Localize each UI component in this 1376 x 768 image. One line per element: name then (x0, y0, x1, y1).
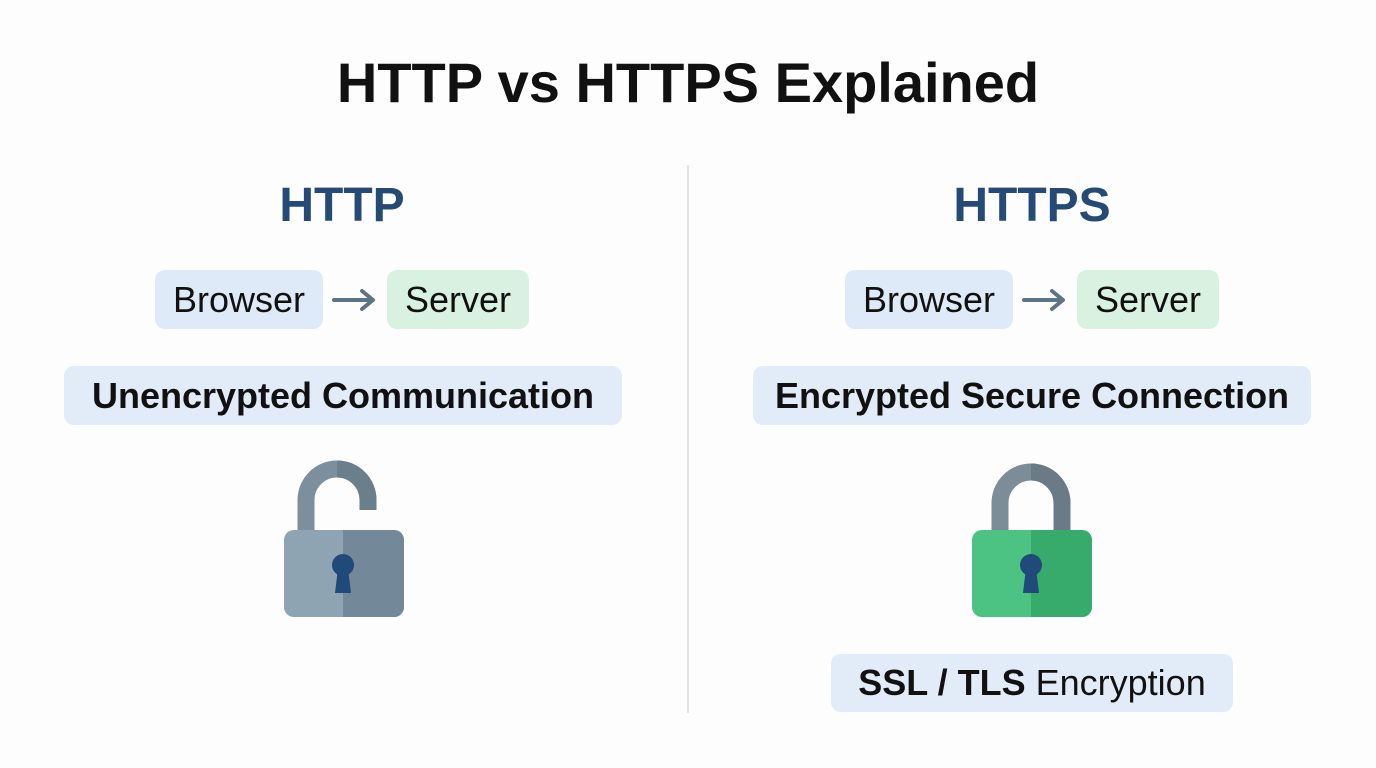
ssl-tls-label: SSL / TLS (858, 662, 1026, 703)
https-flow: Browser Server (688, 270, 1376, 329)
ssl-tls-badge: SSL / TLS Encryption (831, 654, 1233, 712)
open-padlock-icon (282, 460, 406, 625)
server-pill: Server (387, 270, 530, 329)
https-heading: HTTPS (953, 179, 1111, 232)
https-column: HTTPS Browser Server Encrypted Secure Co… (688, 0, 1376, 768)
page-title: HTTP vs HTTPS Explained (336, 51, 1040, 114)
https-caption: Encrypted Secure Connection (753, 366, 1311, 425)
http-flow: Browser Server (0, 270, 688, 329)
arrow-right-icon (323, 288, 387, 312)
server-pill: Server (1077, 270, 1220, 329)
column-divider (687, 165, 689, 713)
browser-pill: Browser (844, 270, 1013, 329)
arrow-right-icon (1013, 288, 1077, 312)
closed-padlock-icon (970, 460, 1094, 625)
encryption-label: Encryption (1035, 662, 1206, 703)
http-column: HTTP Browser Server Unencrypted Communic… (0, 179, 688, 625)
browser-pill: Browser (154, 270, 323, 329)
http-caption: Unencrypted Communication (64, 366, 622, 425)
http-heading: HTTP (279, 179, 405, 232)
